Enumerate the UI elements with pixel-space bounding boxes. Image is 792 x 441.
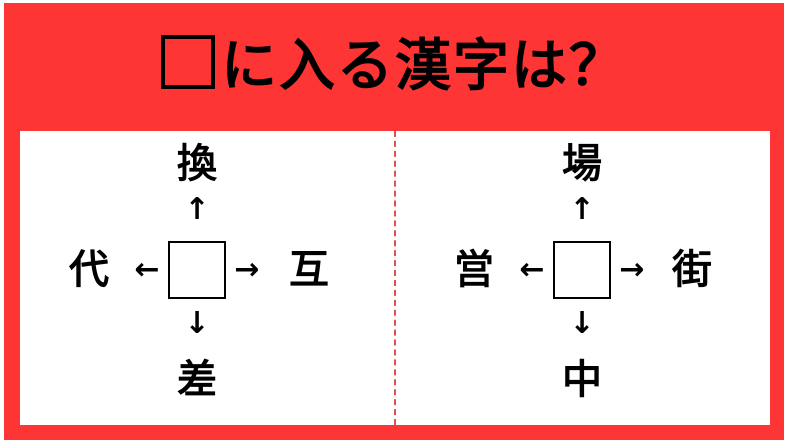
kanji-right: 互 <box>289 247 329 293</box>
kanji-bottom: 中 <box>562 357 602 403</box>
kanji-left: 営 <box>454 247 494 293</box>
kanji-top: 場 <box>562 141 602 187</box>
quiz-frame: に入る漢字は？ 換 ↑ ← 代 → 互 ↓ 差 場 ↑ ← 営 → 街 ↓ 中 <box>4 3 784 440</box>
arrow-right-icon: → <box>234 252 260 287</box>
arrow-up-icon: ↑ <box>184 192 210 227</box>
arrow-right-icon: → <box>619 252 645 287</box>
kanji-top: 換 <box>177 141 217 187</box>
title-text: に入る漢字は？ <box>221 34 627 99</box>
dashed-divider <box>394 131 396 425</box>
blank-box <box>168 241 226 299</box>
blank-square-icon <box>161 35 215 89</box>
kanji-left: 代 <box>69 247 109 293</box>
kanji-bottom: 差 <box>177 357 217 403</box>
arrow-left-icon: ← <box>519 252 545 287</box>
arrow-down-icon: ↓ <box>569 306 595 341</box>
arrow-left-icon: ← <box>134 252 160 287</box>
arrow-down-icon: ↓ <box>184 306 210 341</box>
puzzle-panel: 換 ↑ ← 代 → 互 ↓ 差 場 ↑ ← 営 → 街 ↓ 中 <box>20 131 770 425</box>
arrow-up-icon: ↑ <box>569 192 595 227</box>
kanji-right: 街 <box>672 247 712 293</box>
blank-box <box>553 241 611 299</box>
quiz-title: に入る漢字は？ <box>4 31 784 103</box>
